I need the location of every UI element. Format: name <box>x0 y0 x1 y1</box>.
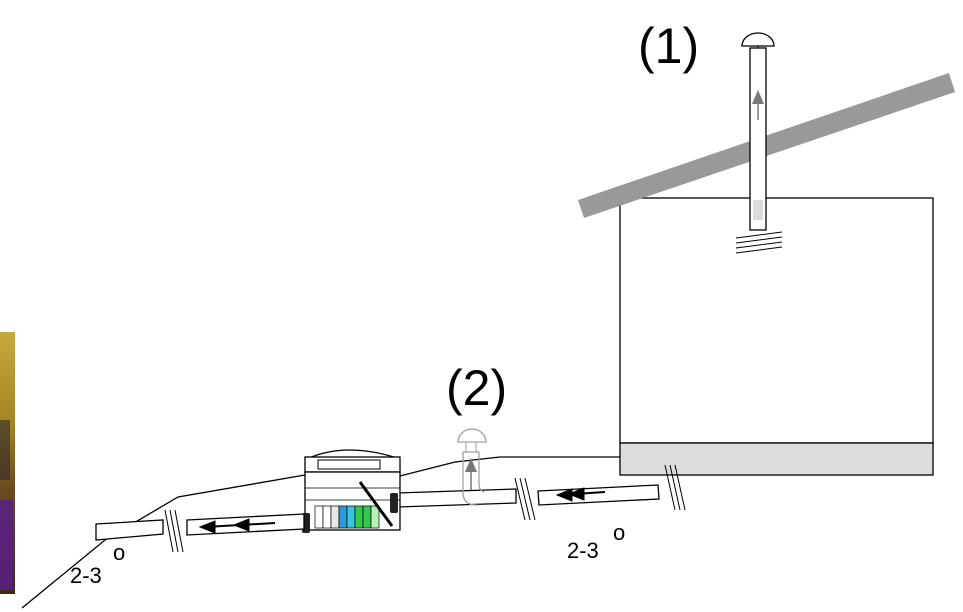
degree-symbol-right: o <box>613 520 625 545</box>
flow-arrow-icon <box>752 90 764 120</box>
degree-symbol-left: o <box>113 540 125 565</box>
vent-label-2: (2) <box>446 360 507 416</box>
mushroom-vent-cap-icon <box>457 428 487 452</box>
slope-label-right: 2-3 <box>567 538 599 563</box>
ground-vent <box>457 428 487 506</box>
photo-fragment <box>0 332 15 594</box>
pipe-break-hatch-icon <box>514 477 536 521</box>
house-wall <box>619 197 934 444</box>
pipe-break-hatch-icon <box>164 509 184 553</box>
pipe-break-hatch-icon <box>664 464 686 511</box>
mushroom-vent-cap-icon <box>741 32 775 48</box>
slope-label-left: 2-3 <box>70 563 102 588</box>
treatment-module <box>302 449 401 533</box>
middle-pipe <box>396 488 517 508</box>
house-foundation <box>619 442 934 476</box>
pipe-break-hatch-icon <box>735 231 783 254</box>
flow-arrow-icon <box>465 458 477 490</box>
drain-pipe-end <box>95 519 164 541</box>
roof-vent <box>735 32 783 254</box>
flow-arrow-icon <box>198 518 276 534</box>
house-outlet-pipe <box>537 484 660 506</box>
vent-label-1: (1) <box>638 18 699 74</box>
filter-cartridges <box>314 505 380 529</box>
flow-arrow-icon <box>555 487 606 502</box>
